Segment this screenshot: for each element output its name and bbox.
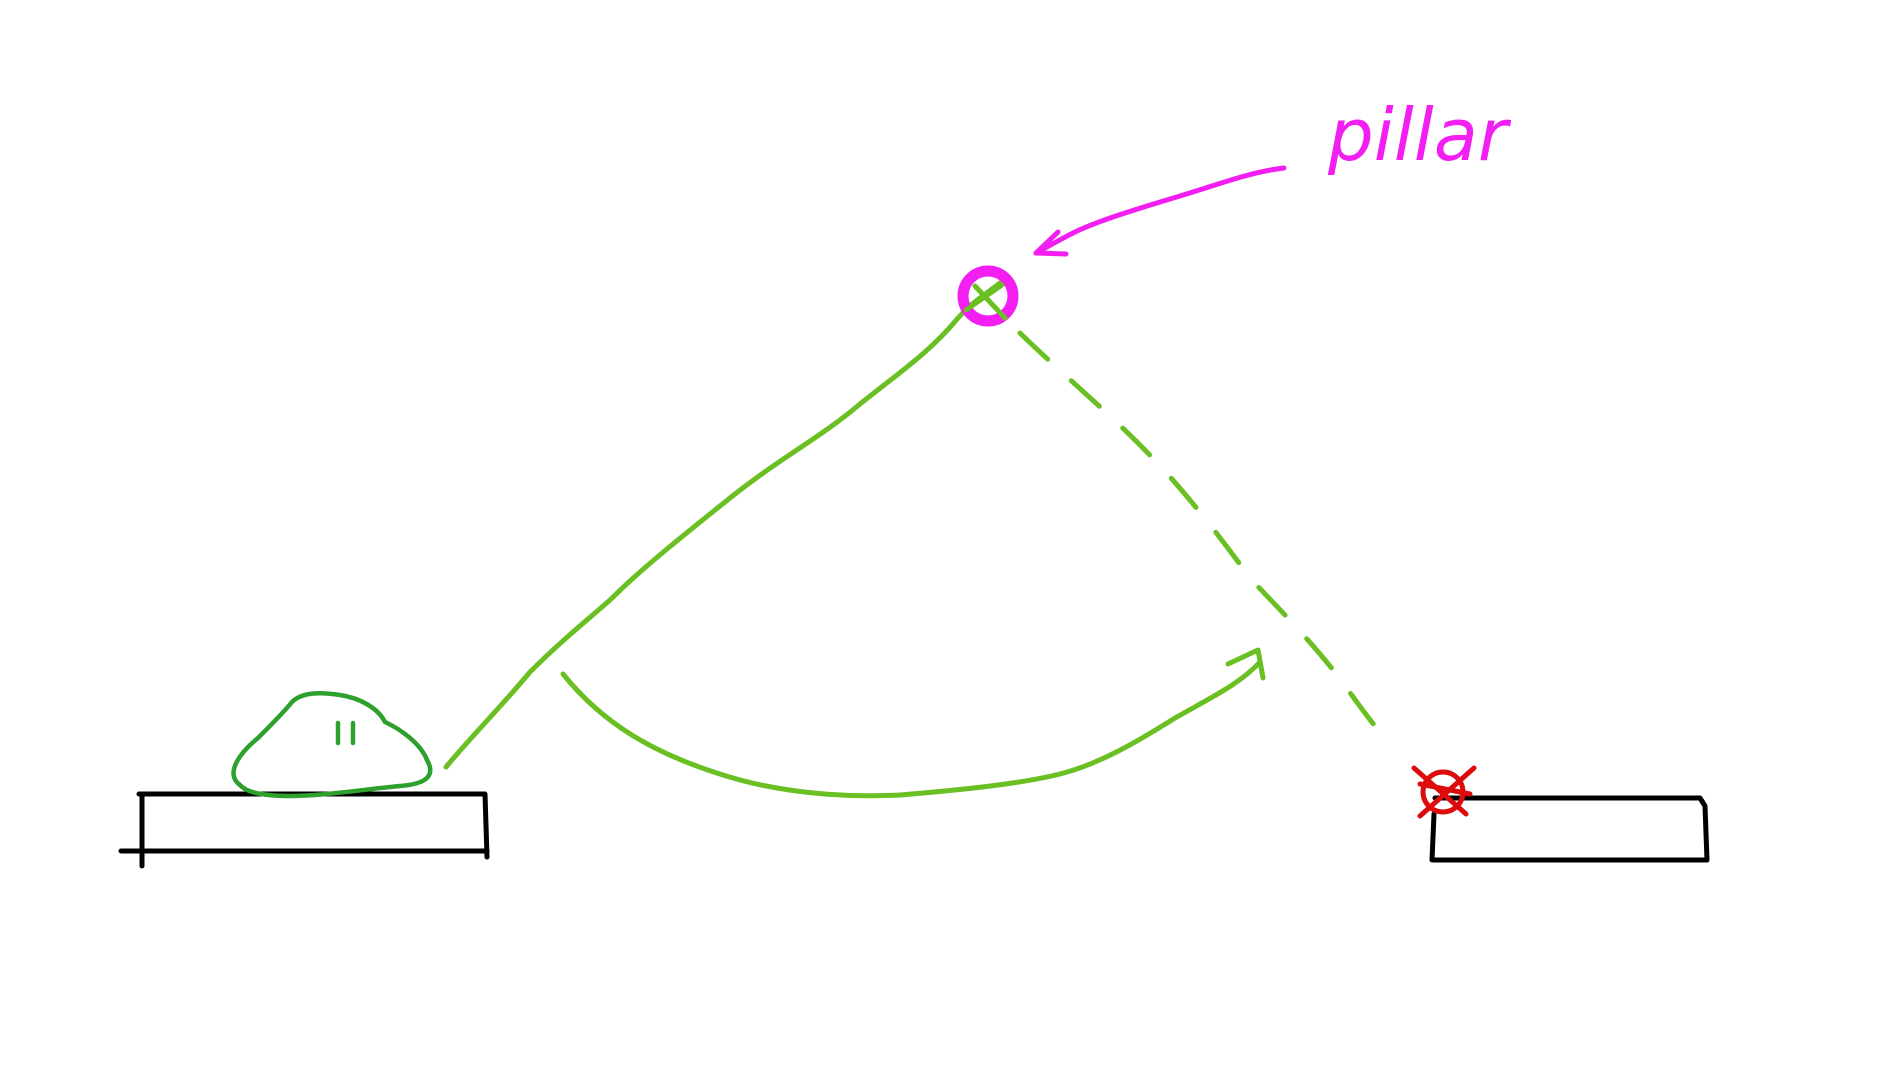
- target-marker: [1411, 765, 1477, 819]
- pillar-annotation-arrow: [1033, 165, 1287, 256]
- swing-arc-arrow: [560, 659, 1263, 799]
- release-trajectory-dashed: [1017, 330, 1393, 741]
- right-platform: [1429, 795, 1710, 863]
- pillar-marker: [957, 265, 1019, 327]
- swing-rope: [443, 280, 1003, 770]
- slime-character: [231, 691, 433, 799]
- pillar-annotation-arrowhead: [1033, 229, 1069, 257]
- pillar-label: pillar: [1327, 93, 1512, 177]
- swing-arc-arrowhead: [1225, 647, 1266, 681]
